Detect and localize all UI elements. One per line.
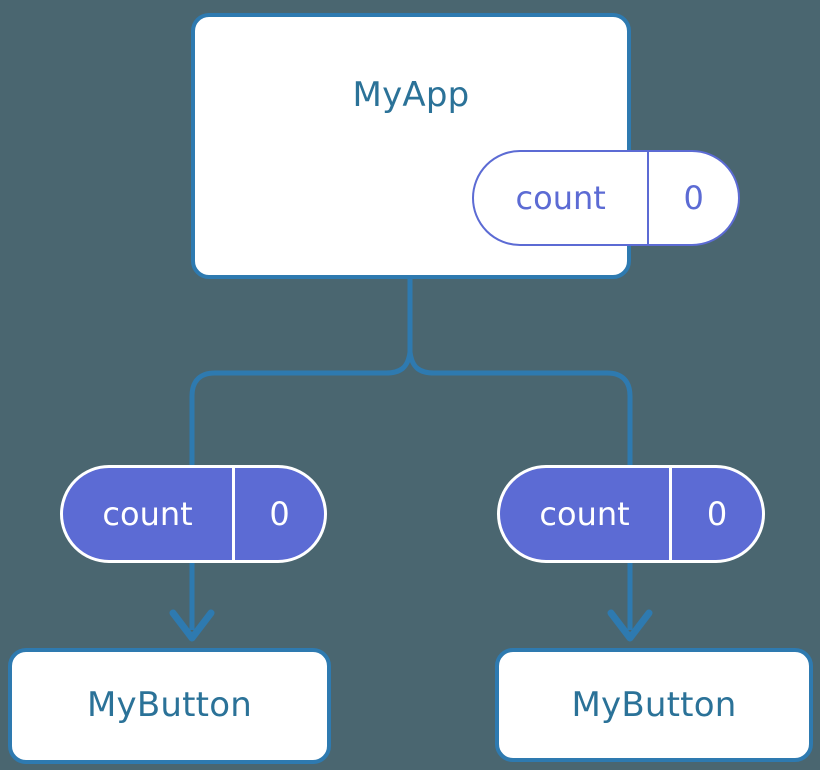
prop-key: count: [500, 468, 673, 560]
prop-value: 0: [706, 495, 728, 533]
branch-line-right: [606, 370, 633, 468]
prop-pill-left-count[interactable]: count 0: [60, 465, 327, 563]
arrow-head-right: [607, 609, 653, 642]
prop-value: 0: [269, 495, 290, 533]
branch-line-left: [189, 370, 216, 468]
prop-key: count: [63, 468, 236, 560]
component-box-myapp[interactable]: MyApp count 0: [191, 13, 740, 279]
prop-pill-right-count[interactable]: count 0: [497, 465, 765, 563]
state-value: 0: [683, 179, 704, 217]
component-label-myapp: MyApp: [352, 75, 470, 115]
arrow-head-left: [169, 609, 215, 642]
component-label-mybutton-right: MyButton: [571, 685, 737, 725]
branch-apex-right: [407, 351, 607, 376]
component-box-mybutton-left[interactable]: MyButton: [8, 648, 331, 764]
component-label-mybutton-left: MyButton: [87, 685, 252, 725]
component-box-mybutton-right[interactable]: MyButton: [495, 648, 813, 762]
branch-apex-left: [215, 351, 413, 376]
state-key: count: [474, 152, 650, 244]
state-pill-myapp-count[interactable]: count 0: [472, 150, 740, 246]
